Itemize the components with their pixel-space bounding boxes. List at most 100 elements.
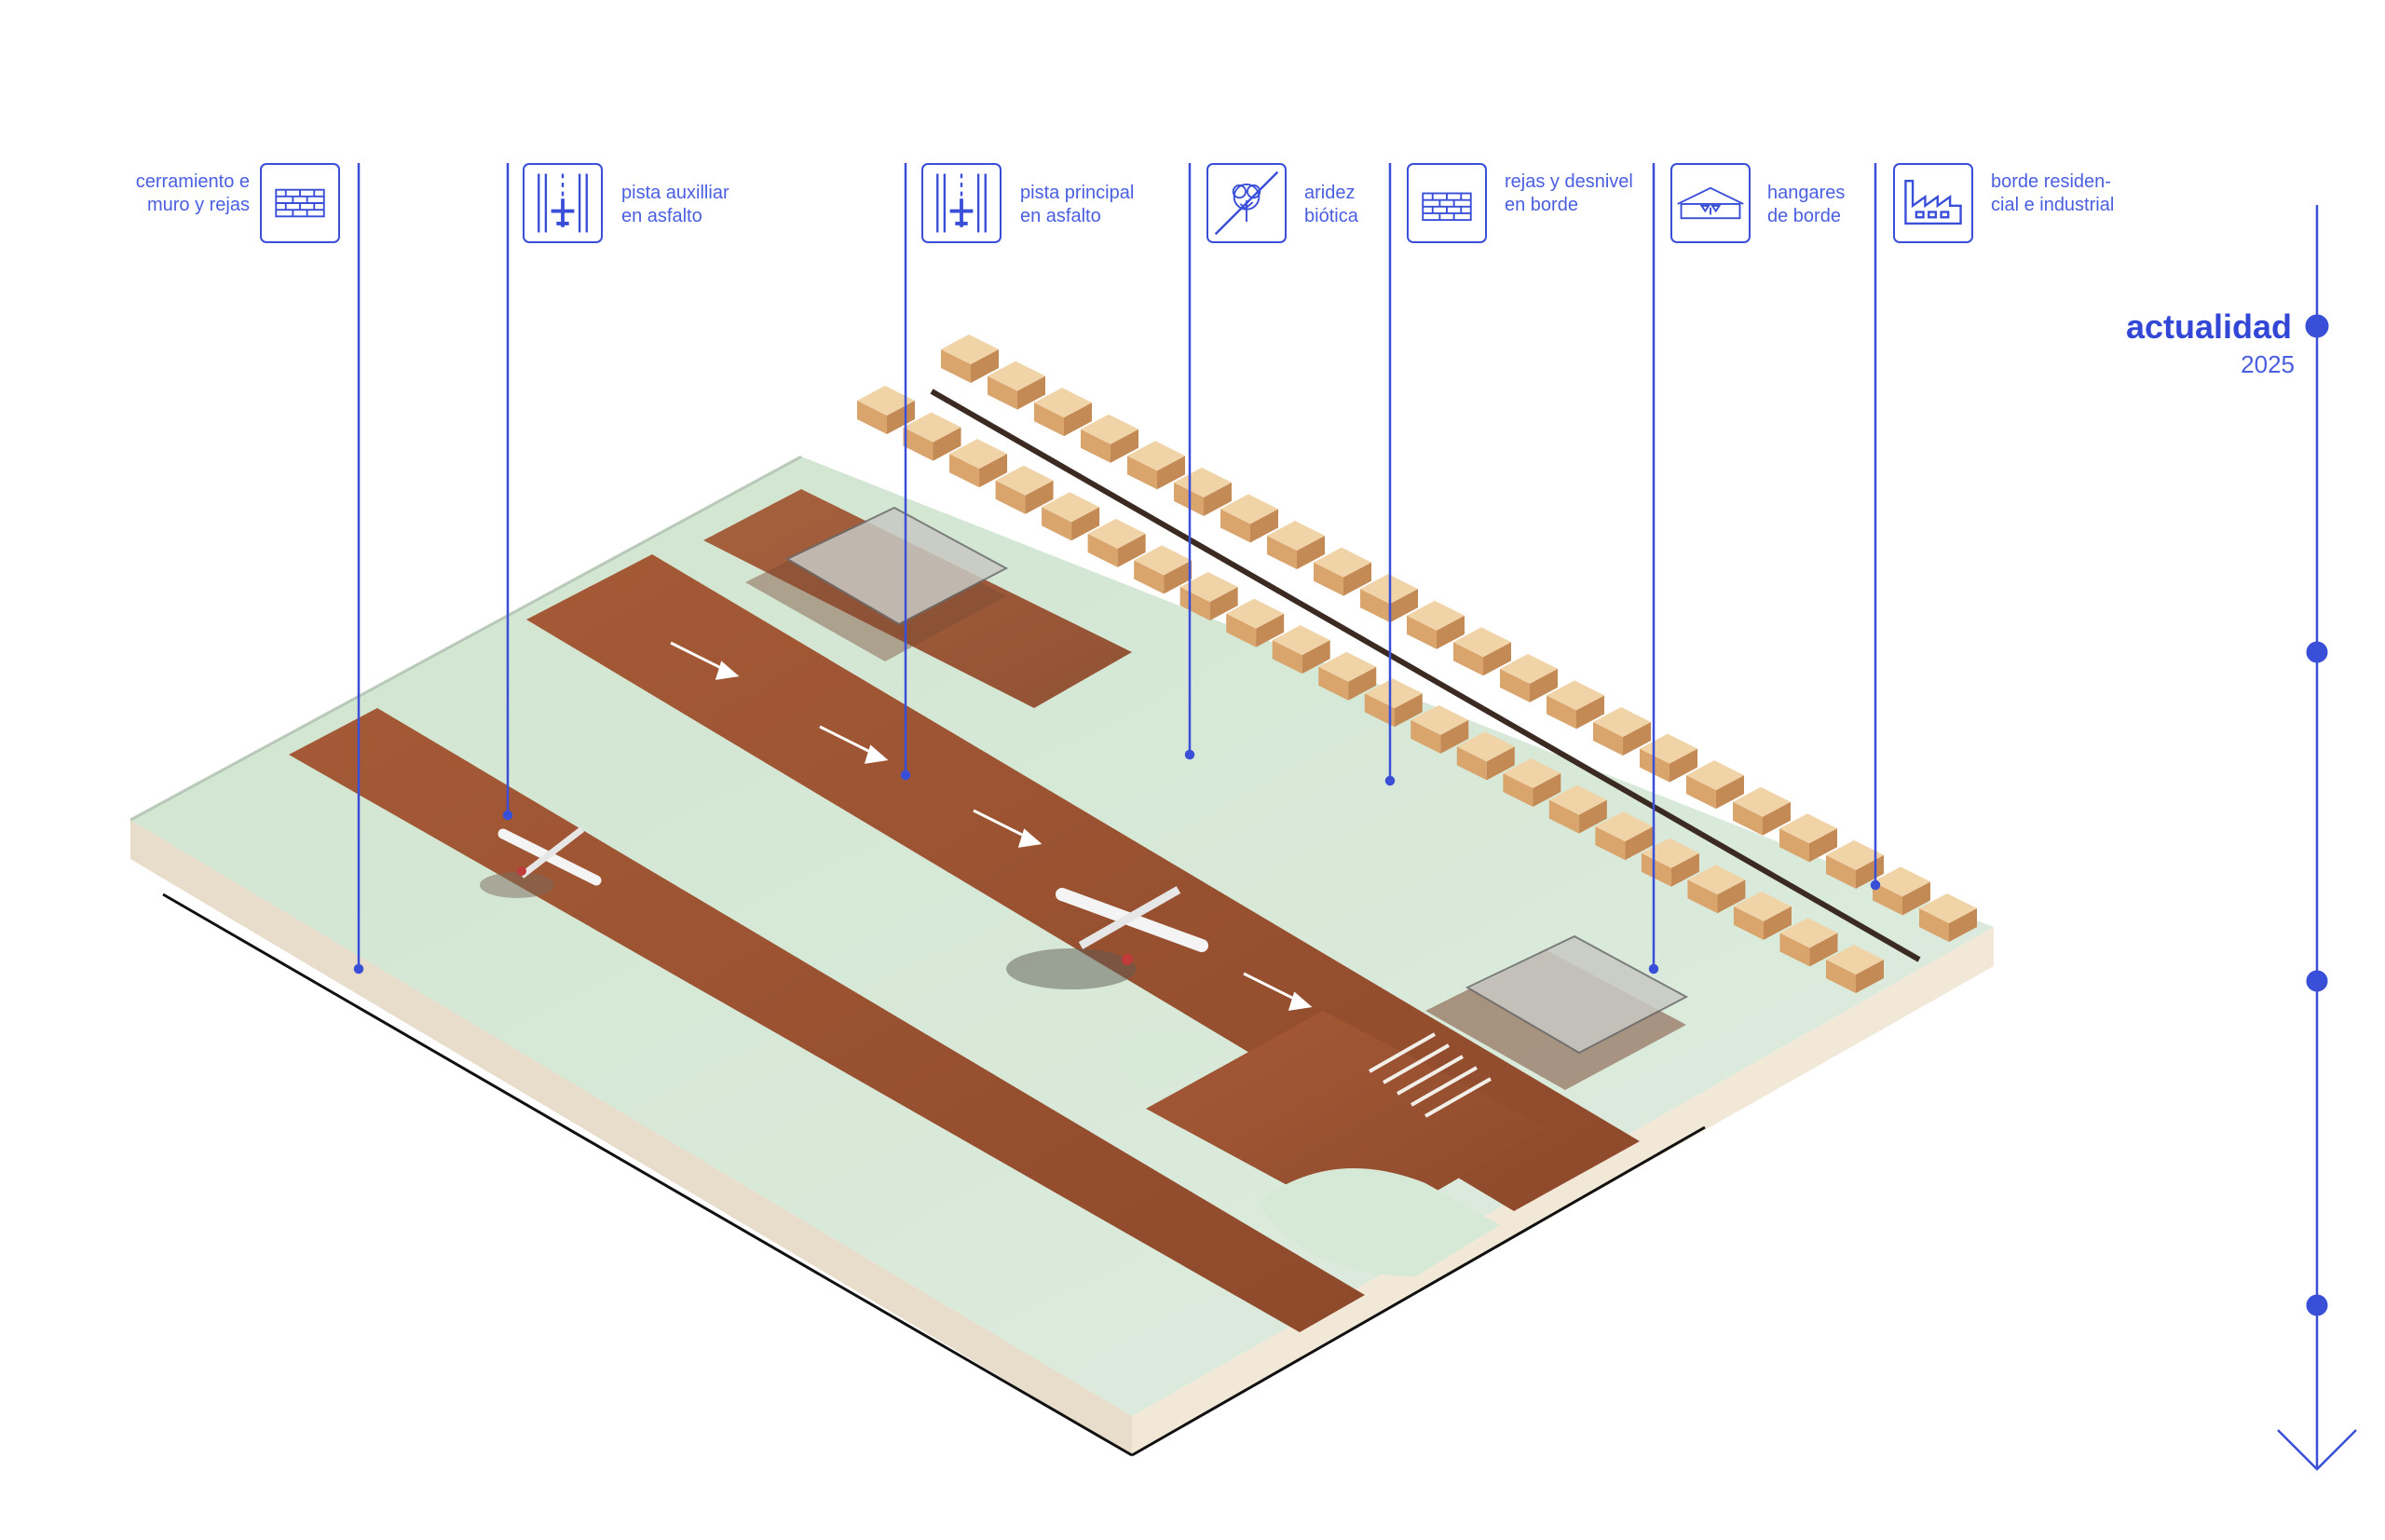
legend-text-line: hangares [1767,183,1846,203]
house-wall [1437,615,1465,649]
house-roof [1779,918,1838,948]
house-wall [1779,933,1810,967]
legend-text-line: en asfalto [1020,206,1101,226]
hangar-bottom [1425,934,1689,1090]
house-roof [1453,627,1511,658]
legend-text-line: cial e industrial [1991,195,2115,215]
legend-text-line: en borde [1505,195,1578,215]
house-wall [1087,533,1118,567]
house-wall [1302,640,1330,675]
legend-text-line: de borde [1767,206,1841,226]
timeline-marker [2306,641,2328,663]
house-wall [949,454,980,488]
house-roof [941,334,999,364]
timeline-arrow-head [2277,1429,2357,1471]
leader-lines [353,163,1881,974]
house-roof [988,361,1045,391]
house-wall [1017,375,1045,410]
house-roof [1779,813,1837,844]
house-roof [1179,572,1238,602]
apron [1146,1011,1547,1230]
house-roof [1272,625,1330,656]
legend-text-line: pista auxilliar [621,183,729,203]
house-wall [903,427,934,461]
house-roof [1826,945,1884,974]
hangar-icon [1670,163,1751,243]
house-wall [1779,828,1809,863]
brick-wall-icon [260,163,340,243]
slab-right-face [1132,927,1994,1455]
house-wall [1856,854,1884,889]
legend-label-aridity: aridez biótica [1304,182,1358,228]
slab-left-face [130,820,1132,1455]
house-wall [1763,801,1791,836]
house-roof [1042,492,1100,523]
house-roof [1267,521,1325,551]
house-wall [971,349,999,383]
legend-text-line: muro y rejas [146,195,250,215]
residential-street [930,388,1921,962]
grass-island-2 [1258,1168,1500,1276]
house-wall [1267,536,1297,569]
house-roof [1826,839,1884,870]
house-wall [1530,668,1558,702]
timeline-marker-current [2305,314,2329,338]
house-wall [1716,775,1744,810]
timeline-marker [2306,1294,2328,1316]
legend-label-fence: cerramiento e muro y rejas [112,170,250,217]
house-roof [1548,784,1607,815]
house-roof [1547,680,1604,711]
house-wall [1456,746,1487,781]
house-roof [1733,786,1791,817]
house-wall [1623,722,1651,756]
house-wall [1902,881,1930,916]
legend-label-edge-fence: rejas y desnivel en borde [1505,170,1633,217]
legend-text-line: cerramiento e [135,171,250,192]
house-wall [1314,562,1343,596]
house-roof [1034,388,1092,418]
house-roof [995,465,1054,496]
house-roof [903,412,961,443]
house-wall [1548,799,1579,834]
house-wall [1127,456,1157,490]
house-wall [1687,879,1718,914]
house-wall [1576,695,1604,729]
house-wall [1533,773,1561,807]
house-wall [1250,509,1278,543]
residential-buildings [857,334,1977,993]
house-wall [1081,429,1111,463]
legend-label-residential: borde residen- cial e industrial [1991,170,2114,217]
aircraft-main [1006,886,1208,989]
legend-text-line: rejas y desnivel [1505,171,1633,192]
house-wall [1670,852,1699,887]
timeline-marker [2306,970,2328,992]
house-wall [1625,826,1654,861]
house-wall [979,454,1008,488]
house-wall [1949,908,1977,942]
house-roof [1456,731,1515,762]
house-roof [1407,600,1465,631]
house-roof [1087,518,1146,549]
house-wall [1411,719,1441,754]
house-wall [1179,587,1210,620]
house-wall [1034,402,1064,437]
legend-text-line: aridez [1304,183,1356,203]
house-wall [1111,429,1138,463]
house-roof [1873,866,1930,897]
house-wall [1209,587,1238,620]
house-wall [1364,693,1395,728]
house-roof [1411,704,1469,735]
house-roof [1174,467,1232,497]
house-wall [1042,507,1072,541]
house-wall [1717,879,1746,914]
house-wall [1204,482,1232,516]
house-wall [1593,722,1623,756]
house-wall [1164,560,1192,594]
house-wall [941,349,971,383]
house-wall [1407,615,1437,649]
runway-plane-icon [523,163,603,243]
legend-text-line: pista principal [1020,183,1135,203]
house-wall [1440,719,1469,754]
slab-shadow-edge [162,893,1133,1457]
house-roof [1226,598,1285,629]
